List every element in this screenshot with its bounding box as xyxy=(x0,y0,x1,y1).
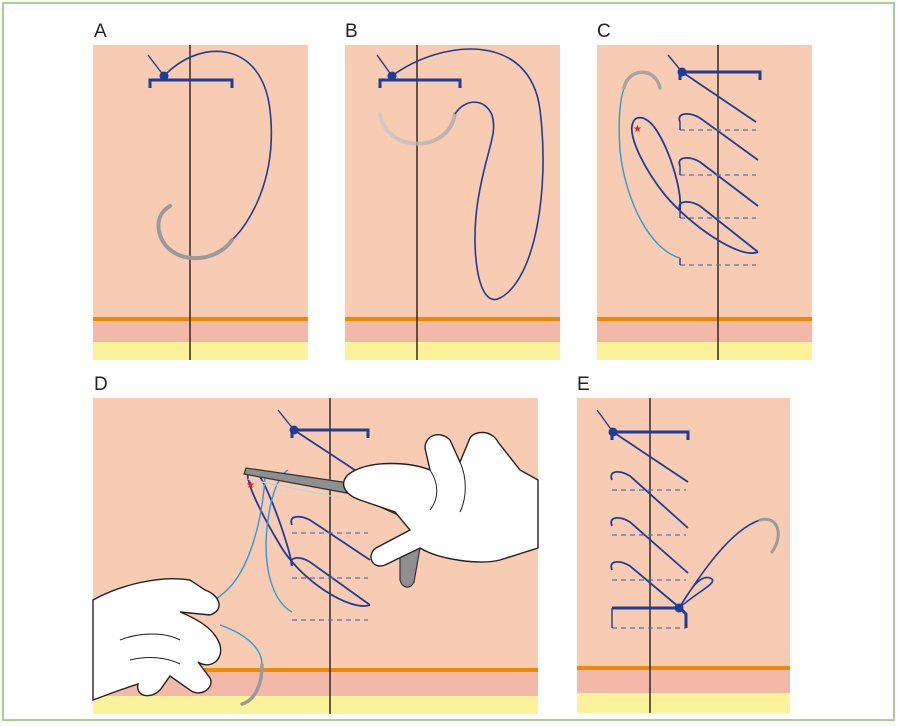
glove-left-icon xyxy=(93,579,221,700)
fascia-line xyxy=(577,666,790,670)
panel-a xyxy=(93,45,308,360)
fat-layer xyxy=(577,693,790,713)
fat-layer xyxy=(93,342,308,360)
star-marker-icon: ★ xyxy=(246,480,255,491)
dermis-layer xyxy=(93,321,308,342)
fat-layer xyxy=(345,342,560,360)
panel-d: ★ xyxy=(93,398,538,714)
fascia-line xyxy=(597,317,812,321)
dermis-layer xyxy=(577,670,790,693)
panel-e xyxy=(577,398,790,713)
star-marker-icon: ★ xyxy=(633,124,642,135)
fat-layer xyxy=(93,696,538,714)
skin-layer xyxy=(345,45,560,317)
skin-layer xyxy=(93,45,308,317)
panel-c: ★ xyxy=(597,45,812,360)
dermis-layer xyxy=(345,321,560,342)
dermis-layer xyxy=(597,321,812,342)
fascia-line xyxy=(345,317,560,321)
fascia-line xyxy=(93,317,308,321)
fat-layer xyxy=(597,342,812,360)
panel-b xyxy=(345,45,560,360)
skin-layer xyxy=(577,398,790,666)
skin-layer xyxy=(597,45,812,317)
